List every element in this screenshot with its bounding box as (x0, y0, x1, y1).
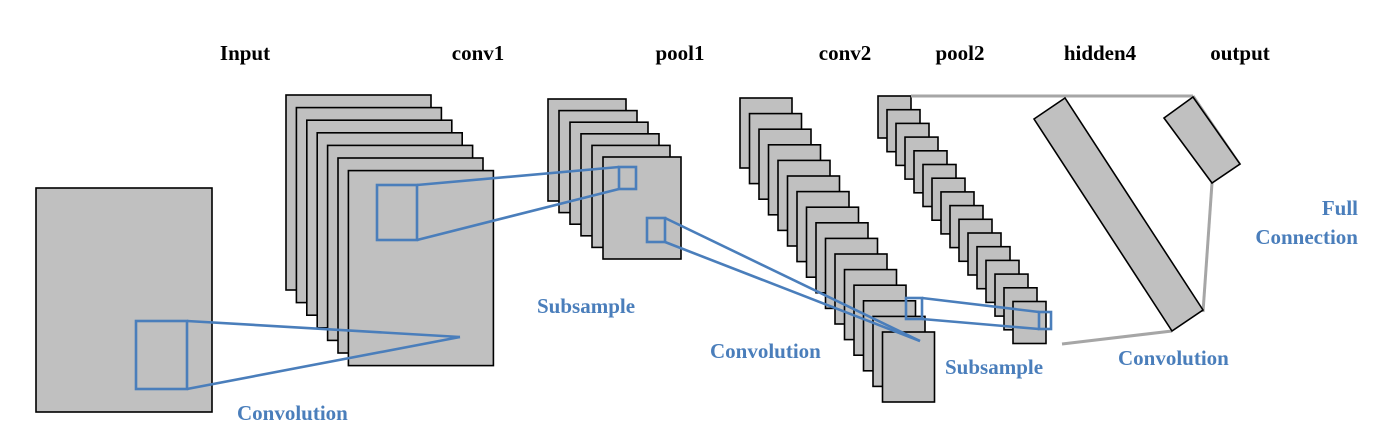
pool2-target-cell (1037, 310, 1053, 331)
title-pool1: pool1 (655, 41, 704, 65)
label-subsample-pool2: Subsample (945, 355, 1043, 379)
conv1-feature-maps (285, 94, 495, 367)
title-output: output (1210, 41, 1270, 65)
conv2-receptive-field (904, 296, 924, 321)
label-full-connection-line2: Connection (1255, 225, 1358, 249)
conv1-map-7 (347, 169, 495, 367)
input-to-conv1-line-bottom (186, 335, 461, 391)
pool1-to-conv2-line-bottom (664, 240, 921, 343)
conv1-to-pool1-line-top (416, 165, 620, 187)
label-convolution-conv2: Convolution (710, 339, 821, 363)
input-to-conv1-line-top (186, 319, 461, 339)
label-subsample-pool1: Subsample (537, 294, 635, 318)
pool1-to-conv2-line-top (664, 216, 921, 343)
output-layer (1162, 95, 1242, 185)
title-conv1: conv1 (452, 41, 505, 65)
pool1-receptive-field (645, 216, 667, 244)
conv1-to-pool1-line-bottom (416, 187, 620, 242)
pool2-feature-maps (877, 95, 1047, 345)
conv2-map-16 (881, 331, 936, 403)
conv2-to-pool2-line-bottom (921, 317, 1040, 331)
conv2-feature-maps (739, 97, 936, 403)
fc-line-output-right (1201, 182, 1214, 313)
fc-line-bottom (1061, 329, 1173, 346)
title-hidden4: hidden4 (1064, 41, 1137, 65)
conv1-receptive-field (375, 183, 419, 242)
title-conv2: conv2 (819, 41, 872, 65)
pool1-target-cell (617, 165, 638, 191)
input-receptive-field (134, 319, 189, 391)
label-full-connection-line1: Full (1322, 196, 1358, 220)
label-convolution-input: Convolution (237, 401, 348, 425)
title-pool2: pool2 (935, 41, 984, 65)
pool2-map-16 (1012, 300, 1047, 345)
title-input: Input (220, 41, 270, 65)
receptive-field-connections (134, 165, 1053, 391)
input-image (35, 187, 213, 413)
conv2-to-pool2-line-top (921, 296, 1040, 314)
pool1-feature-maps (547, 98, 682, 260)
hidden4-layer (1032, 96, 1205, 333)
label-convolution-hidden4: Convolution (1118, 346, 1229, 370)
